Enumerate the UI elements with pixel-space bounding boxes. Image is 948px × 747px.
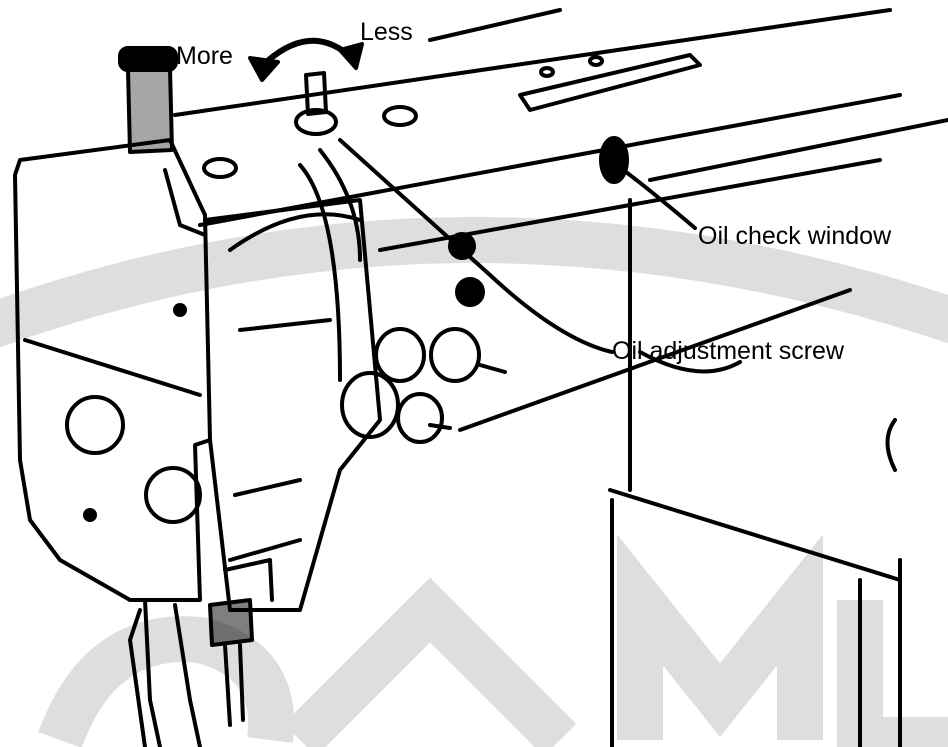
oil-check-window-shape [599, 136, 629, 184]
needle-clamp [208, 598, 254, 647]
face-plate-inner [23, 338, 202, 397]
tension-disc-3 [340, 371, 400, 439]
tension-knob-1 [448, 232, 476, 260]
needle-left [223, 643, 232, 727]
label-more: More [176, 42, 233, 70]
column-step [608, 488, 902, 582]
tension-knob-2 [455, 277, 485, 307]
oil-cup [126, 66, 174, 154]
bed-line-2 [648, 118, 948, 182]
presser-foot [128, 598, 162, 747]
arm-upper-line [428, 8, 562, 42]
leader-oil-screw-1 [488, 273, 614, 354]
label-oil-adjustment-screw: Oil adjustment screw [612, 337, 845, 365]
tension-disc-1 [374, 327, 426, 383]
top-rail [518, 53, 702, 112]
face-plate [13, 138, 212, 602]
face-plate-top [163, 168, 207, 237]
tension-disc-4 [396, 392, 444, 444]
machine-drawing [13, 8, 948, 747]
right-arc [885, 418, 897, 472]
needle-right [238, 643, 245, 722]
leader-oil-screw-2 [638, 350, 742, 374]
face-plate-hole-2 [144, 466, 202, 524]
leader-oil-window [624, 170, 697, 230]
label-oil-check-window: Oil check window [698, 222, 892, 250]
arm-front-edge [198, 93, 902, 227]
tension-disc-2 [429, 327, 481, 383]
label-less: Less [360, 18, 413, 46]
face-plate-hole-1 [65, 395, 125, 455]
arm-top-edge [173, 8, 892, 117]
watermark [0, 217, 948, 747]
